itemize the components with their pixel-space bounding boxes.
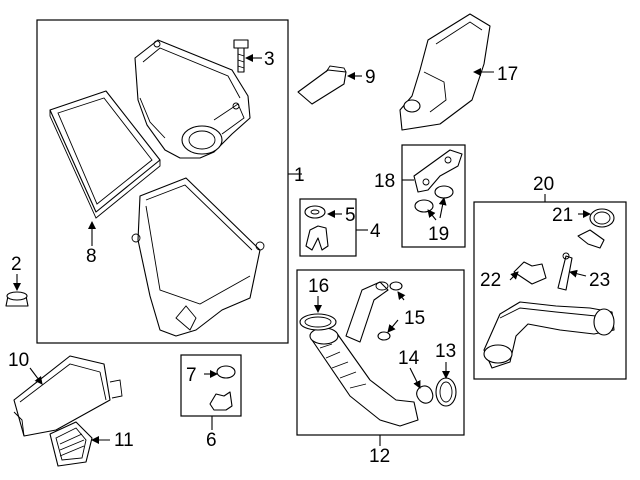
- callout-18: 18: [374, 171, 395, 192]
- inlet-hose-part: [309, 281, 419, 427]
- intake-duct-part: [13, 355, 123, 437]
- callout-3: 3: [264, 49, 275, 70]
- leader-19b: [438, 197, 447, 219]
- callout-7: 7: [186, 365, 197, 386]
- leader-14: [409, 367, 421, 389]
- callout-23: 23: [589, 270, 610, 291]
- callout-22: 22: [480, 270, 501, 291]
- sensor-22: [513, 261, 547, 285]
- seal-ring-16: [299, 313, 337, 331]
- group-box-6: [180, 354, 242, 417]
- leader-10: [29, 367, 43, 385]
- leader-15b: [387, 319, 399, 333]
- callout-13: 13: [435, 341, 456, 362]
- callout-2: 2: [11, 254, 22, 275]
- leader-22: [509, 271, 519, 281]
- callout-11: 11: [114, 430, 134, 451]
- group-box-18: [401, 144, 466, 248]
- clip-part: [209, 365, 236, 411]
- mount-bracket-part: [413, 149, 463, 193]
- leader-19a: [427, 209, 437, 221]
- grille-part: [49, 421, 93, 467]
- air-filter-element: [49, 90, 161, 219]
- group-box-1: [36, 19, 289, 344]
- bolt-part: [233, 39, 249, 73]
- bracket-grommet-part: [304, 205, 329, 251]
- turbo-inlet-pipe-part: [483, 301, 615, 369]
- callout-6: 6: [206, 430, 217, 451]
- air-cleaner-upper-housing: [134, 39, 251, 159]
- callout-8: 8: [86, 246, 97, 267]
- grommet-part: [5, 291, 29, 307]
- callout-19: 19: [428, 224, 449, 245]
- group-box-4: [299, 198, 357, 257]
- group-box-20: [473, 201, 627, 380]
- hose-clamp-13: [435, 377, 457, 407]
- callout-9: 9: [365, 67, 376, 88]
- air-cleaner-lower-housing: [131, 177, 265, 337]
- resonator-duct-part: [399, 13, 491, 131]
- callout-4: 4: [370, 221, 381, 242]
- hose-clamp-14: [416, 385, 434, 404]
- mount-grommets-part: [414, 185, 454, 213]
- callout-12: 12: [369, 446, 390, 467]
- callout-16: 16: [308, 276, 329, 297]
- callout-10: 10: [8, 350, 29, 371]
- leader-15a: [397, 291, 406, 301]
- callout-5: 5: [345, 205, 356, 226]
- airflow-sensor-part: [297, 65, 347, 105]
- leader-23: [569, 269, 587, 278]
- oring-15-parts: [377, 281, 403, 341]
- sensor-23: [557, 252, 573, 291]
- callout-14: 14: [398, 348, 420, 369]
- seal-ring-21: [589, 208, 615, 228]
- callout-15: 15: [404, 308, 425, 329]
- clamp-clip-20: [577, 229, 605, 249]
- callout-20: 20: [533, 174, 554, 195]
- callout-21: 21: [552, 205, 573, 226]
- callout-17: 17: [497, 64, 518, 85]
- callout-1: 1: [294, 165, 305, 186]
